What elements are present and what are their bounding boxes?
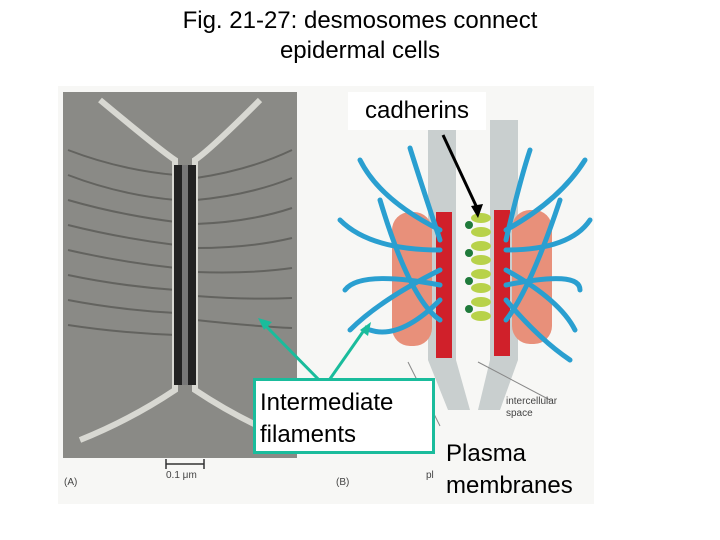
plasma-membranes-label: Plasma membranes [446,438,573,502]
slide-title: Fig. 21-27: desmosomes connect epidermal… [0,6,720,66]
panel-b-label: (B) [336,477,350,488]
intermediate-filaments [337,145,593,363]
plasma-membranes-line-2: membranes [446,472,573,499]
panel-a-label: (A) [64,477,78,488]
intercellular-line-1: intercellular [506,396,558,407]
pointer-arrowhead-right [360,322,371,336]
intercellular-line-2: space [506,408,533,419]
cadherin-arrow [441,134,480,211]
pointer-arrowhead-left [258,318,272,330]
title-line-1: Fig. 21-27: desmosomes connect [182,7,538,34]
cadherins-label: cadherins [348,92,486,130]
plasma-membranes-line-1: Plasma [446,440,527,467]
cadherin-arrowhead [471,204,483,218]
title-line-2: epidermal cells [279,37,441,64]
cadherin-molecules [465,213,491,321]
diagram-panel-b [300,86,593,431]
intermediate-filaments-line-2: filaments [260,421,357,448]
intermediate-filaments-label: Intermediate filaments [253,378,435,454]
intermediate-filaments-line-1: Intermediate [260,389,394,416]
filament-pointer [260,320,369,388]
intercellular-space-label: intercellular space [506,396,557,420]
pl-fragment-label: pl [426,470,434,481]
scale-bar-label: 0.1 μm [166,470,197,481]
